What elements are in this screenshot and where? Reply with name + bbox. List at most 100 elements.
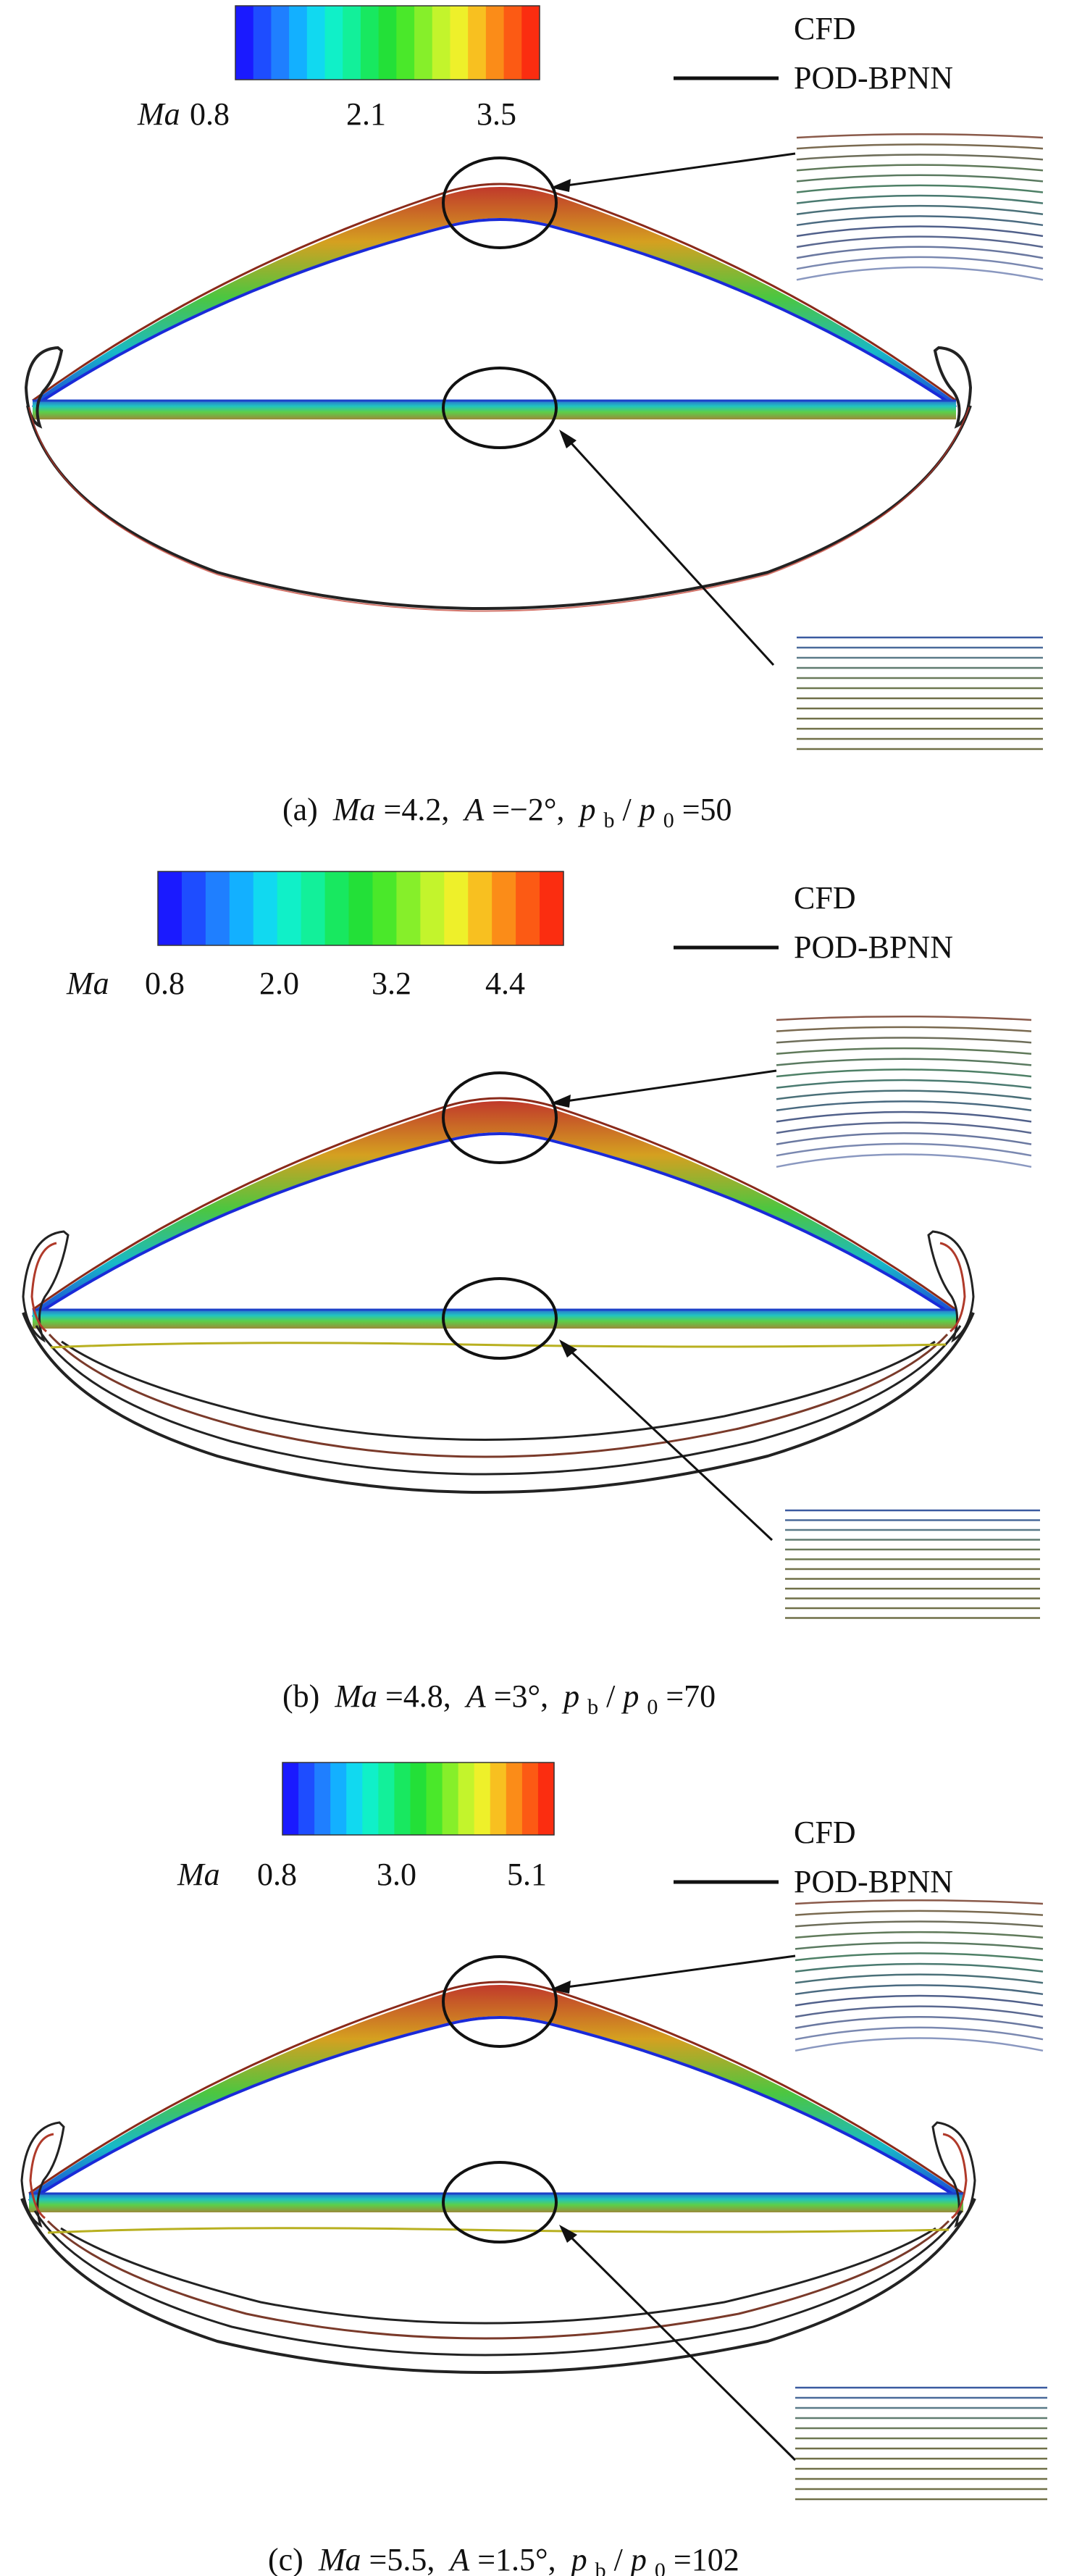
inset-contour-line [776, 1047, 1032, 1055]
caption-ma-symbol: Ma [334, 1678, 377, 1714]
legend: CFD POD-BPNN [674, 11, 953, 96]
caption-ratio-value: =102 [674, 2542, 739, 2576]
colorbar-segment [362, 1762, 379, 1835]
left-tip-contour [30, 1242, 57, 1333]
flow-field [22, 1015, 1040, 1619]
colorbar-symbol: Ma [66, 966, 109, 1001]
inset-contour-line [796, 184, 1044, 193]
legend-pod-label: POD-BPNN [794, 60, 953, 96]
caption-ma-value: =4.2, [384, 792, 450, 827]
colorbar-segment [181, 871, 206, 945]
inset-contour-line [795, 1910, 1044, 1916]
plate-band [33, 401, 956, 419]
inset-contour-line [776, 1069, 1032, 1078]
colorbar-segment [235, 6, 254, 80]
colorbar [235, 5, 540, 80]
colorbar-segment [394, 1762, 411, 1835]
colorbar-segment [521, 1762, 539, 1835]
colorbar-segment [343, 6, 361, 80]
colorbar-tick: 3.0 [377, 1857, 416, 1892]
shock-wave-outline [32, 1097, 957, 1311]
zoom-inset-plate [796, 636, 1043, 750]
caption-p: p [561, 1678, 579, 1714]
inset-contour-line [796, 174, 1044, 183]
wake-contour [47, 2227, 949, 2234]
colorbar-tick: 5.1 [507, 1857, 547, 1892]
colorbar-segment [474, 1762, 491, 1835]
colorbar-segment [282, 1762, 299, 1835]
colorbar-segment [253, 871, 278, 945]
colorbar-segment [314, 1762, 331, 1835]
shock-wave-inner [28, 2016, 965, 2202]
caption-ratio-value: =70 [666, 1678, 716, 1714]
shock-wave-inner [31, 218, 957, 409]
inset-contour-line [796, 164, 1044, 172]
caption-p: p [621, 1678, 639, 1714]
inset-contour-line [776, 1132, 1032, 1145]
zoom-ellipse-top [442, 1071, 558, 1164]
colorbar-symbol: Ma [177, 1857, 220, 1892]
legend-cfd-label: CFD [794, 1815, 856, 1850]
colorbar-segment [458, 1762, 475, 1835]
inset-contour-line [795, 1984, 1044, 1996]
colorbar-tick: 3.5 [477, 96, 516, 132]
inset-contour-line [776, 1037, 1032, 1044]
shock-wave-band [29, 1985, 963, 2201]
colorbar-segment [324, 871, 350, 945]
lower-shock-contour [26, 405, 972, 610]
colorbar-segment [158, 871, 183, 945]
inset-contour-line [796, 143, 1044, 150]
colorbar-segment [298, 1762, 315, 1835]
inset-contour-line [776, 1121, 1032, 1134]
inset-contour-line [795, 1899, 1044, 1905]
plate-band [29, 2194, 963, 2212]
inset-contour-line [796, 194, 1044, 204]
shock-wave-band [33, 187, 956, 407]
colorbar-segment [537, 1762, 555, 1835]
inset-contour-line [776, 1142, 1032, 1157]
caption-sub-zero: 0 [663, 808, 674, 832]
inset-contour-line [796, 215, 1044, 227]
caption-sub-b: b [587, 1695, 598, 1719]
inset-contour-line [795, 1941, 1044, 1950]
caption-slash: / [614, 2542, 624, 2576]
colorbar-segment [432, 6, 451, 80]
inset-contour-line [776, 1100, 1032, 1112]
caption-p: p [629, 2542, 647, 2576]
caption-ratio-value: =50 [682, 792, 732, 827]
panel-caption: (a) Ma =4.2, A =−2°, p b / p 0 =50 [282, 792, 732, 835]
colorbar-segment [324, 6, 343, 80]
colorbar-tick: 3.2 [372, 966, 411, 1001]
shock-wave-inner [31, 1132, 957, 1318]
panel-b: Ma 0.8 2.0 3.2 4.4 CFD POD-BPNN [22, 871, 1040, 1721]
colorbar-segment [271, 6, 290, 80]
caption-label: (c) [268, 2542, 303, 2576]
colorbar-segment [492, 871, 516, 945]
colorbar-segment [503, 6, 522, 80]
colorbar-segment [468, 6, 487, 80]
panel-caption: (b) Ma =4.8, A =3°, p b / p 0 =70 [282, 1678, 716, 1721]
zoom-arrow-plate [562, 2228, 797, 2462]
colorbar-segment [301, 871, 326, 945]
inset-contour-line [796, 154, 1044, 161]
inset-contour-line [795, 1920, 1044, 1928]
shock-wave-band [33, 1101, 956, 1317]
colorbar-segment [485, 6, 505, 80]
zoom-inset-top [795, 1899, 1044, 2052]
right-tip-contour [933, 346, 973, 429]
right-tip-contour [942, 2133, 968, 2220]
colorbar-tick: 2.1 [346, 96, 386, 132]
right-tip-contour [927, 1230, 975, 1343]
lower-shock-contour [22, 1312, 975, 1494]
colorbar-segment [277, 871, 302, 945]
shock-wave-outline [32, 183, 957, 402]
arrow-head [559, 430, 577, 448]
left-tip-contour [22, 1230, 70, 1343]
panel-c: Ma 0.8 3.0 5.1 CFD POD-BPNN [20, 1762, 1048, 2576]
lower-shock-contour [61, 1340, 936, 1441]
left-tip-contour [24, 346, 64, 429]
colorbar-segment [348, 871, 374, 945]
caption-p: p [577, 792, 595, 827]
caption-a-value: =3°, [494, 1678, 548, 1714]
zoom-arrow-plate [562, 433, 775, 666]
